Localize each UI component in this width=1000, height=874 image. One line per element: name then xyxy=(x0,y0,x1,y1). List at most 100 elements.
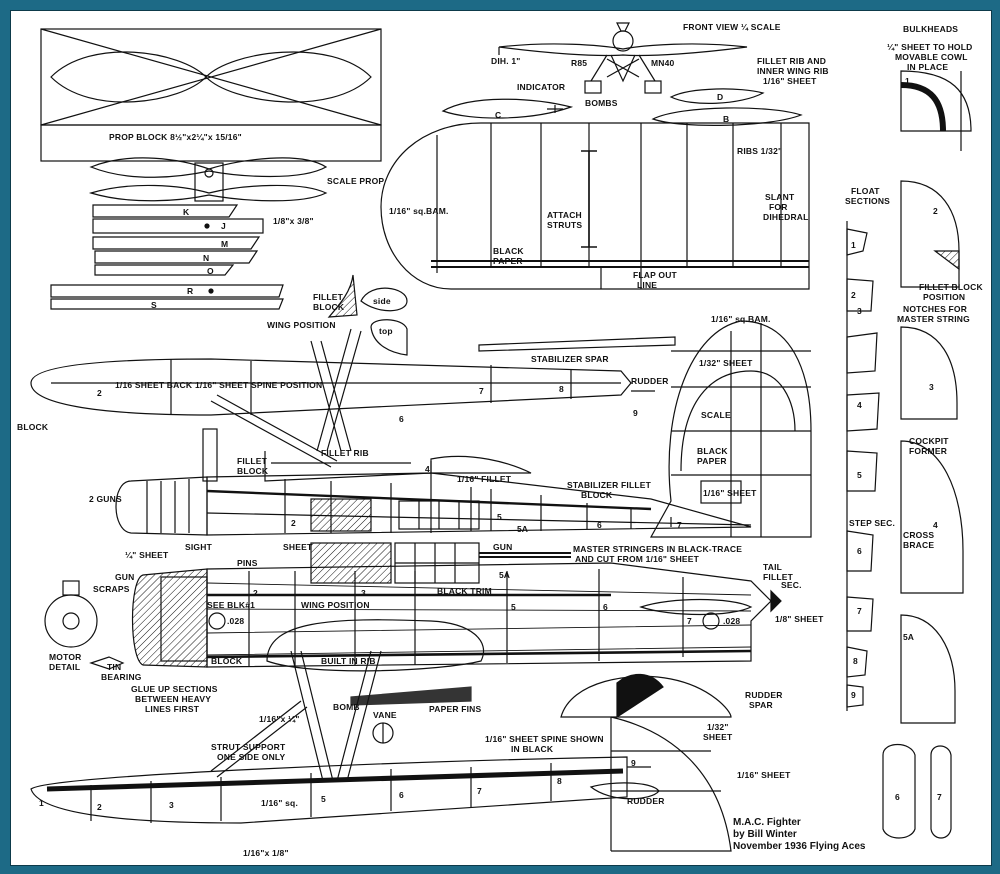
bulkhead-7: 7 xyxy=(937,792,942,802)
upper-float-number-8: 8 xyxy=(559,384,564,394)
strut-support-label: STRUT SUPPORT xyxy=(211,742,286,752)
wing-letter-c: C xyxy=(495,110,502,120)
flap-out-label-2: LINE xyxy=(637,280,658,290)
two-guns-label: 2 GUNS xyxy=(89,494,122,504)
flap-out-label: FLAP OUT xyxy=(633,270,677,280)
stabilizer-spar-label: STABILIZER SPAR xyxy=(531,354,609,364)
float-section-2: 2 xyxy=(851,290,856,300)
main-number-3: 3 xyxy=(361,588,366,598)
prop-strips xyxy=(50,204,284,310)
rudder-tail xyxy=(649,320,812,538)
lower-float-number-3: 3 xyxy=(169,800,174,810)
scraps-label: SCRAPS xyxy=(93,584,130,594)
glue-up-label-3: LINES FIRST xyxy=(145,704,200,714)
sheet-spine-black-label: 1/16" SHEET SPINE SHOWN xyxy=(485,734,604,744)
struts xyxy=(210,328,362,468)
wing-plan xyxy=(380,88,810,290)
fillet-block-fuselage-label-2: BLOCK xyxy=(237,466,269,476)
sight-label: SIGHT xyxy=(185,542,212,552)
lower-float xyxy=(30,756,660,824)
cockpit-former-label: COCKPIT xyxy=(909,436,949,446)
fillet-top-label: top xyxy=(379,326,393,336)
upper-float-number-2: 2 xyxy=(97,388,102,398)
main-number-2: 2 xyxy=(253,588,258,598)
wing-letter-d: D xyxy=(717,92,724,102)
strip-letter-j: J xyxy=(221,221,226,231)
wing-letter-b: B xyxy=(723,114,730,124)
main-number-7: 7 xyxy=(687,616,692,626)
block-fuselage-label: BLOCK xyxy=(211,656,243,666)
fillet-block-label-2: BLOCK xyxy=(313,302,345,312)
fuselage-number-5a: 5A xyxy=(517,524,528,534)
lower-float-number-1: 1 xyxy=(39,798,44,808)
strip-letter-o: O xyxy=(207,266,214,276)
stab-fillet-label: STABILIZER FILLET xyxy=(567,480,651,490)
strip-letter-r: R xyxy=(187,286,194,296)
bulkheads-label: BULKHEADS xyxy=(903,24,959,34)
fillet-block-label: FILLET xyxy=(313,292,343,302)
mn40-label: MN40 xyxy=(651,58,675,68)
fillet-block-fuselage-label: FILLET xyxy=(237,456,267,466)
lower-float-number-8: 8 xyxy=(557,776,562,786)
bulkhead-3: 3 xyxy=(929,382,934,392)
strip-letter-m: M xyxy=(221,239,229,249)
float-sections-label: FLOAT xyxy=(851,186,880,196)
tail-sq-bam-label: 1/16" sq.BAM. xyxy=(711,314,771,324)
bulkhead-4: 4 xyxy=(933,520,938,530)
float-section-1: 1 xyxy=(851,240,856,250)
float-section-6: 6 xyxy=(857,546,862,556)
rudder-sheet-116-label: 1/16" SHEET xyxy=(703,488,757,498)
main-number-6: 6 xyxy=(603,602,608,612)
front-view-label: FRONT VIEW ¼ SCALE xyxy=(683,22,781,32)
upper-float-number-6: 6 xyxy=(399,414,404,424)
upper-float-number-7: 7 xyxy=(479,386,484,396)
bulkhead-2: 2 xyxy=(933,206,938,216)
see-blk-label: SEE BLK#1 xyxy=(207,600,256,610)
pins-label: PINS xyxy=(237,558,258,568)
plan-sheet: FRONT VIEW ¼ SCALE BULKHEADS ¼" SHEET TO… xyxy=(10,10,992,866)
lower-rudder xyxy=(560,673,732,852)
fuselage-number-2: 2 xyxy=(291,518,296,528)
step-sec-label: STEP SEC. xyxy=(849,518,896,528)
cross-brace-label: CROSS xyxy=(903,530,935,540)
main-number-5: 5 xyxy=(511,602,516,612)
lower-float-number-5: 5 xyxy=(321,794,326,804)
tail-fillet-label: TAIL xyxy=(763,562,783,572)
indicator-label: INDICATOR xyxy=(517,82,566,92)
float-sections-label-2: SECTIONS xyxy=(845,196,891,206)
front-view xyxy=(498,22,748,94)
black-trim-label: BLACK TRIM xyxy=(437,586,492,596)
notches-label-2: MASTER STRING xyxy=(897,314,970,324)
lower-float-number-7: 7 xyxy=(477,786,482,796)
fuselage-main xyxy=(131,542,782,672)
strip-letter-s: S xyxy=(151,300,157,310)
rudder-sheet-132-label: 1/32" SHEET xyxy=(699,358,753,368)
cross-brace-label-2: BRACE xyxy=(903,540,935,550)
plan-source: November 1936 Flying Aces xyxy=(733,841,866,852)
slant-label: SLANT xyxy=(765,192,795,202)
scale-label: SCALE xyxy=(701,410,731,420)
upper-float-number-9: 9 xyxy=(633,408,638,418)
float-dim-label: 1/16"x 1/8" xyxy=(243,848,289,858)
cowl-sheet-label-3: IN PLACE xyxy=(907,62,949,72)
lower-float-number-9: 9 xyxy=(631,758,636,768)
float-section-3: 3 xyxy=(857,306,862,316)
fillet-116-label: 1/16" FILLET xyxy=(457,474,512,484)
fuselage-number-7: 7 xyxy=(677,520,682,530)
tin-bearing-label: TIN xyxy=(107,662,122,672)
strip-letter-n: N xyxy=(203,253,210,263)
float-section-9: 9 xyxy=(851,690,856,700)
fuselage-number-6: 6 xyxy=(597,520,602,530)
cockpit-former-label-2: FORMER xyxy=(909,446,948,456)
motor-detail-label-2: DETAIL xyxy=(49,662,81,672)
fillet-rib-label-3: 1/16" SHEET xyxy=(763,76,817,86)
float-section-8: 8 xyxy=(853,656,858,666)
plan-title: M.A.C. Fighter xyxy=(733,817,801,828)
master-stringers-label-2: AND CUT FROM 1/16" SHEET xyxy=(575,554,700,564)
eighth-sheet-label: 1/8" SHEET xyxy=(775,614,824,624)
sheet-back-label: 1/16 SHEET BACK xyxy=(115,380,193,390)
dihedral-label: DIH. 1" xyxy=(491,56,521,66)
built-in-rib-label: BUILT IN RIB xyxy=(321,656,376,666)
rudder-lower-label: RUDDER xyxy=(627,796,665,806)
cowl-sheet-label-2: MOVABLE COWL xyxy=(895,52,968,62)
